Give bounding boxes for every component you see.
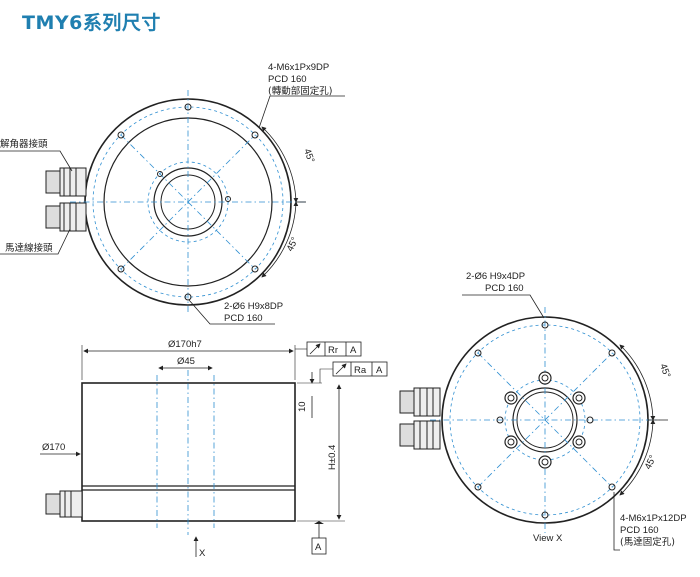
vx-callout-line1: 2-Ø6 H9x4DP (466, 271, 525, 282)
view-x: 2-Ø6 H9x4DP PCD 160 4-M6x1Px12DP PCD 160… (399, 271, 687, 551)
top-callout-line3: (轉動部固定孔) (268, 85, 332, 97)
top-callout-leader (258, 95, 345, 129)
vx-callout2-line2: PCD 160 (620, 525, 659, 536)
vx-callout2-line3: (馬達固定孔) (620, 536, 675, 548)
datum-box (311, 537, 327, 555)
svg-text:Ra: Ra (354, 365, 367, 376)
encoder-leader (0, 150, 73, 172)
top-angle-arc-lower (261, 201, 299, 278)
top-angle-upper: 45° (301, 147, 316, 164)
side-view: Ø170h7 Ø45 Ø170 10 H±0.4 Rr A (40, 339, 388, 559)
vx-holes (474, 321, 616, 519)
top-holes (117, 103, 259, 301)
side-dia-left: Ø170 (42, 442, 65, 453)
side-dim-h: H±0.4 (327, 445, 338, 470)
top-angle-lower: 45° (285, 235, 301, 253)
side-dim-10: 10 (297, 401, 308, 412)
svg-text:A: A (376, 365, 383, 376)
label-motor-connector: 馬達線接頭 (5, 242, 53, 254)
top-centerline-d2 (120, 134, 256, 270)
label-encoder-connector: 解角器接頭 (0, 138, 48, 150)
vx-callout-leader (462, 294, 545, 319)
x-label: X (199, 548, 206, 559)
tolerance-frame-2: Ra A (319, 361, 388, 383)
top-angle-arc-upper (261, 126, 299, 203)
svg-text:Rr: Rr (328, 345, 338, 356)
vx-callout2-line1: 4-M6x1Px12DP (620, 513, 687, 524)
datum-label: A (315, 542, 322, 553)
motor-leader (0, 228, 71, 255)
top-callout-line2: PCD 160 (268, 74, 307, 85)
page-title: TMY6系列尺寸 (22, 12, 161, 34)
top-callout2-line1: 2-Ø6 H9x8DP (224, 301, 283, 312)
top-callout-line1: 4-M6x1Px9DP (268, 62, 329, 73)
side-dia-inner: Ø45 (177, 356, 195, 367)
vx-callout-line2: PCD 160 (485, 283, 524, 294)
side-body (81, 382, 296, 522)
top-view: 解角器接頭 馬達線接頭 4-M6x1Px9DP PCD 160 (轉動部固定孔)… (0, 62, 345, 325)
vx-caption: View X (533, 533, 563, 544)
top-callout2-leader (188, 299, 275, 325)
svg-text:A: A (350, 345, 357, 356)
vx-angle-upper: 45° (657, 362, 672, 379)
vx-angle-lower: 45° (643, 453, 659, 471)
vx-callout2-leader (613, 492, 620, 551)
top-callout2-line2: PCD 160 (224, 313, 263, 324)
side-dia-outer: Ø170h7 (168, 339, 202, 350)
vx-inner-bolts (504, 371, 586, 469)
top-connectors (45, 167, 87, 232)
vx-connectors (399, 387, 441, 450)
tolerance-frame-1: Rr A (295, 341, 362, 357)
